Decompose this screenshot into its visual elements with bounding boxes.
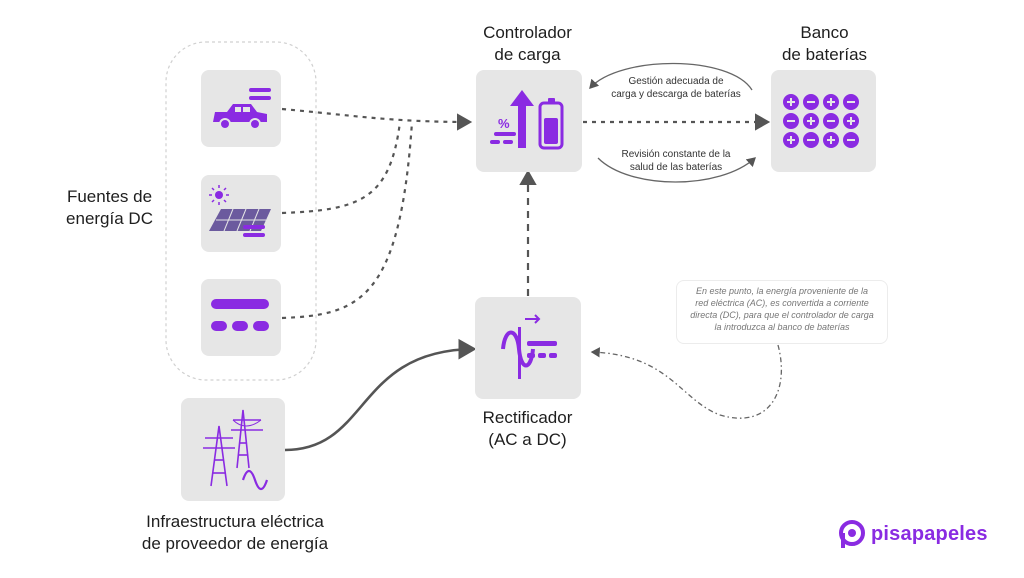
car-icon: [213, 88, 271, 130]
solar-to-controller-line: [281, 121, 402, 215]
revision-caption-line2: salud de las baterías: [629, 162, 723, 173]
revision-caption-line1: Revisión constante de la: [621, 149, 731, 160]
note-line4: la introduzca al banco de baterías: [714, 322, 850, 332]
solar-panel-icon: [209, 185, 271, 237]
fuentes-label-line1: Fuentes de: [66, 187, 153, 206]
banco-label-line2: de baterías: [781, 45, 868, 64]
controlador-label: Controlador de carga: [465, 22, 590, 66]
car-source-box: [201, 70, 281, 147]
controlador-box: %: [476, 70, 582, 172]
dc-sources-group: [165, 41, 317, 381]
banco-label: Banco de baterías: [762, 22, 887, 66]
battery-bank-icon: [783, 94, 859, 148]
battery-to-controller-line: [281, 121, 414, 320]
revision-arrow: [597, 157, 756, 183]
charge-controller-icon: %: [490, 90, 564, 150]
gestion-arrow: [589, 62, 753, 91]
car-to-controller-line: [281, 107, 473, 131]
rectifier-icon: [501, 314, 557, 379]
infraestructura-label: Infraestructura eléctrica de proveedor d…: [105, 511, 365, 555]
fuentes-label-line2: energía DC: [66, 209, 153, 228]
grid-to-rectifier-line: [284, 338, 477, 452]
pisapapeles-logo-icon: [839, 520, 865, 548]
controlador-label-line2: de carga: [494, 45, 561, 64]
rectificador-label-line2: (AC a DC): [488, 430, 567, 449]
note-pointer-line: [590, 344, 782, 419]
dc-current-icon: [211, 299, 269, 331]
pisapapeles-logo-text: pisapapeles: [871, 522, 988, 545]
infraestructura-box: [181, 398, 285, 501]
solar-source-box: [201, 175, 281, 252]
percent-symbol: %: [498, 116, 510, 131]
gestion-caption: Gestión adecuada de carga y descarga de …: [596, 75, 756, 101]
gestion-caption-line1: Gestión adecuada de: [628, 76, 724, 87]
infraestructura-label-line2: de proveedor de energía: [141, 534, 329, 553]
note-line1: En este punto, la energía proveniente de…: [695, 286, 869, 296]
note-line3: directa (DC), para que el controlador de…: [690, 310, 874, 320]
pisapapeles-logo: pisapapeles: [838, 519, 988, 549]
controlador-label-line1: Controlador: [483, 23, 572, 42]
banco-box: [771, 70, 876, 172]
note-line2: red eléctrica (AC), es convertida a corr…: [695, 298, 869, 308]
rectifier-note: En este punto, la energía proveniente de…: [676, 280, 888, 344]
rectificador-label-line1: Rectificador: [482, 408, 573, 427]
rectificador-box: [475, 297, 581, 399]
dc-battery-source-box: [201, 279, 281, 356]
rectificador-label: Rectificador (AC a DC): [460, 407, 595, 451]
gestion-caption-line2: carga y descarga de baterías: [611, 89, 741, 100]
banco-label-line1: Banco: [800, 23, 849, 42]
fuentes-label: Fuentes de energía DC: [52, 186, 167, 230]
revision-caption: Revisión constante de la salud de las ba…: [596, 148, 756, 174]
power-tower-icon: [203, 409, 269, 491]
infraestructura-label-line1: Infraestructura eléctrica: [146, 512, 324, 531]
